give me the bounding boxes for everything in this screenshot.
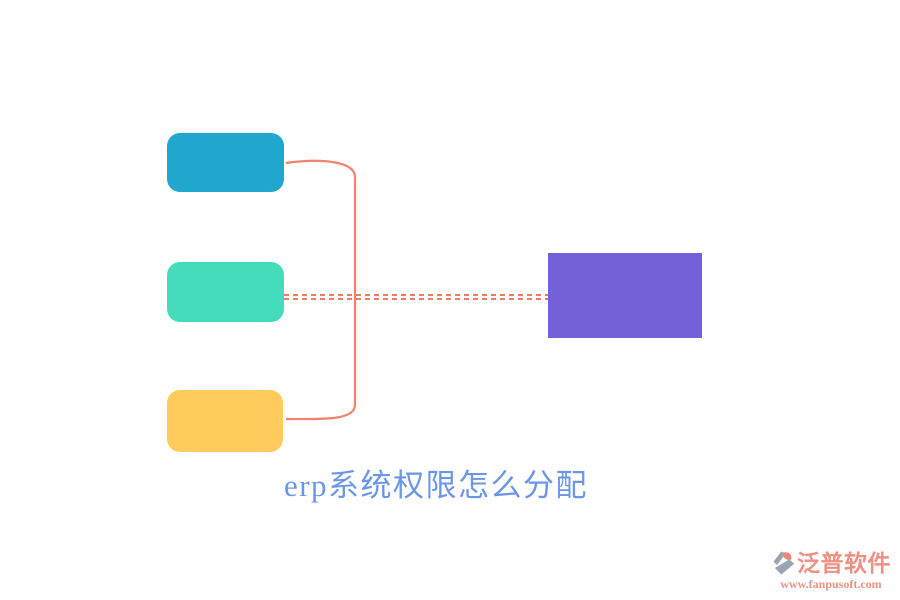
- node-top: [167, 133, 284, 192]
- page-title: erp系统权限怎么分配: [283, 468, 589, 503]
- watermark-url: www.fanpusoft.com: [780, 577, 882, 591]
- fanpu-logo-icon: [773, 551, 795, 575]
- logo-upper-wedge: [773, 551, 786, 566]
- bracket-connector: [285, 159, 357, 421]
- logo-lower-wedge: [774, 559, 795, 575]
- node-result: [548, 253, 702, 338]
- watermark-row: 泛普软件: [772, 549, 891, 577]
- node-bottom: [167, 390, 283, 452]
- node-middle: [167, 262, 284, 322]
- watermark: 泛普软件 www.fanpusoft.com: [772, 549, 891, 591]
- logo-leaf: [782, 552, 792, 560]
- watermark-brand: 泛普软件: [797, 550, 891, 576]
